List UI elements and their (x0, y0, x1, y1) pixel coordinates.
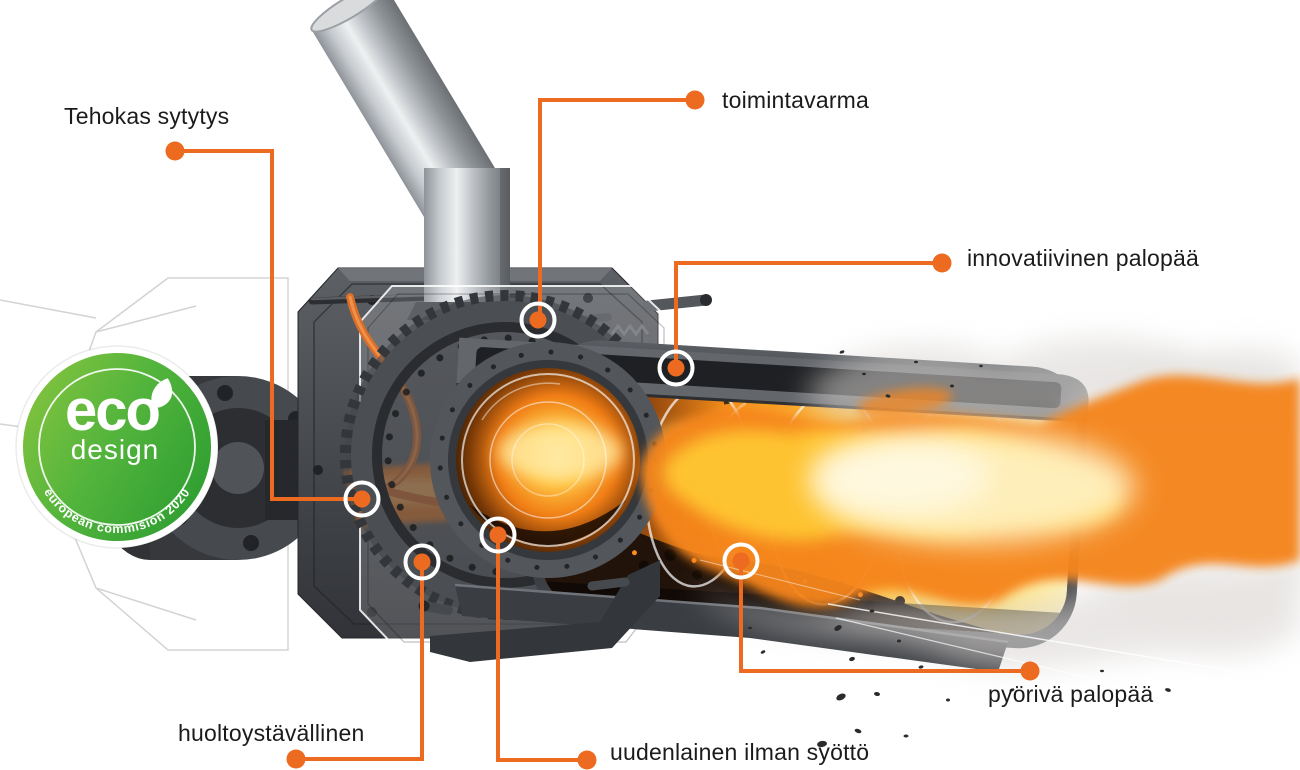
leader-dot-huoltoystavallinen (286, 749, 306, 769)
leader-line-innovatiivinen-palopaa (674, 261, 942, 368)
leader-line-tehokas-sytytys (175, 149, 362, 501)
eco-design-badge: eco design european commision 2020 (15, 345, 219, 549)
marker-uudenlainen-ilman-syotto (479, 516, 517, 554)
annotation-label-toimintavarma: toimintavarma (722, 87, 870, 113)
leader-line-huoltoystavallinen (296, 562, 424, 761)
annotation-label-pyoriva-palopaa: pyörivä palopää (988, 681, 1154, 707)
marker-toimintavarma (519, 301, 557, 339)
flame-jet (640, 337, 1300, 748)
debris-specks (748, 350, 1171, 748)
annotation-label-tehokas-sytytys: Tehokas sytytys (64, 103, 230, 129)
leader-dot-tehokas-sytytys (165, 141, 185, 161)
leader-dot-toimintavarma (685, 90, 705, 110)
marker-pyoriva-palopaa (722, 542, 760, 580)
leader-line-toimintavarma (538, 98, 695, 320)
target-markers (343, 301, 760, 581)
annotation-label-innovatiivinen-palopaa: innovatiivinen palopää (967, 245, 1200, 271)
leader-line-pyoriva-palopaa (739, 561, 1030, 673)
burner-opening (430, 342, 666, 578)
annotation-label-uudenlainen-ilman-syotto: uudenlainen ilman syöttö (610, 739, 870, 765)
leaf-icon (151, 378, 173, 408)
badge-title: eco (65, 378, 160, 443)
marker-huoltoystavallinen (403, 543, 441, 581)
leader-dot-innovatiivinen-palopaa (932, 253, 952, 273)
annotation-callouts (165, 90, 1040, 770)
marker-innovatiivinen-palopaa (657, 349, 695, 387)
leader-dot-pyoriva-palopaa (1020, 661, 1040, 681)
feed-tube (310, 0, 527, 320)
opening-ghost-rings (461, 373, 635, 547)
leader-dots (165, 90, 1040, 770)
leader-line-uudenlainen-ilman-syotto (496, 535, 587, 762)
badge-subtitle: design (71, 434, 160, 465)
base-block (418, 560, 660, 662)
leader-dot-uudenlainen-ilman-syotto (577, 750, 597, 770)
marker-tehokas-sytytys (343, 480, 381, 518)
annotation-label-huoltoystavallinen: huoltoystävällinen (178, 720, 365, 746)
